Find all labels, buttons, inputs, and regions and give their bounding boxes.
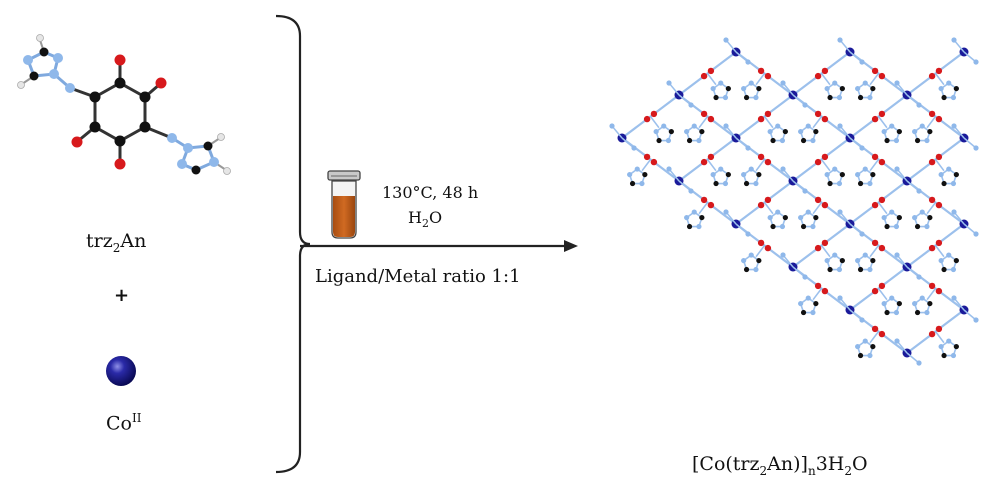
condition-temperature-time: 130°C, 48 h: [382, 183, 479, 202]
condition-solvent: H2O: [408, 208, 443, 231]
cobalt-sphere-icon: [106, 356, 136, 386]
metal-label: CoII: [106, 411, 142, 435]
plus-sign: +: [114, 285, 130, 306]
coordination-network: [609, 37, 979, 366]
vial-icon: [327, 170, 361, 239]
condition-ratio: Ligand/Metal ratio 1:1: [315, 266, 521, 287]
ligand-label: trz2An: [86, 230, 147, 255]
bracket-icon: [275, 14, 311, 474]
reaction-arrow-icon: [300, 240, 578, 252]
ligand-molecule: [17, 34, 231, 175]
product-formula: [Co(trz2An)]n3H2O: [692, 453, 868, 478]
